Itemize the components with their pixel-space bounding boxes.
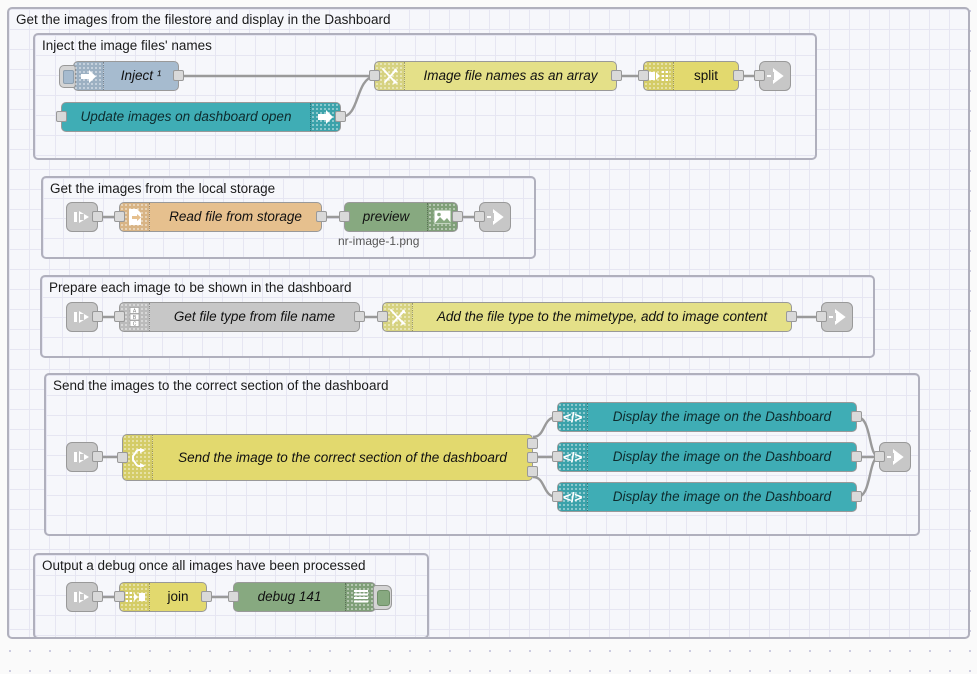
node-ui-control-label: Update images on dashboard open [80, 109, 292, 124]
function-icon [383, 303, 413, 331]
port-out[interactable] [173, 70, 184, 81]
node-file-in[interactable]: Read file from storage [114, 202, 327, 232]
port-in[interactable] [874, 451, 885, 462]
port-out[interactable] [201, 591, 212, 602]
port-in[interactable] [114, 211, 125, 222]
node-ui-template-2-label: Display the image on the Dashboard [612, 449, 832, 464]
node-ui-template-3[interactable]: </> Display the image on the Dashboard [552, 482, 862, 512]
svg-text:A: A [132, 308, 136, 314]
port-out[interactable] [335, 111, 346, 122]
group-outer-label: Get the images from the filestore and di… [16, 12, 391, 27]
node-ui-template-1[interactable]: </> Display the image on the Dashboard [552, 402, 862, 432]
node-inject[interactable]: Inject ¹ [59, 61, 184, 91]
port-out[interactable] [354, 311, 365, 322]
port-in[interactable] [816, 311, 827, 322]
node-function-mime-label: Add the file type to the mimetype, add t… [436, 309, 768, 324]
node-ui-template-3-label: Display the image on the Dashboard [612, 489, 832, 504]
port-in[interactable] [339, 211, 350, 222]
port-out[interactable] [786, 311, 797, 322]
node-inject-label: Inject ¹ [120, 68, 162, 83]
port-out[interactable] [92, 211, 103, 222]
port-out[interactable] [452, 211, 463, 222]
port-out[interactable] [92, 311, 103, 322]
debug-toggle-button[interactable] [373, 585, 392, 610]
svg-text:B: B [132, 315, 136, 321]
inject-arrow-icon [74, 62, 104, 90]
node-switch-filetype[interactable]: A B C Get file type from file name [114, 302, 365, 332]
port-in[interactable] [552, 451, 563, 462]
abc-switch-icon: A B C [120, 303, 150, 331]
port-out-2[interactable] [527, 452, 538, 463]
port-in[interactable] [552, 491, 563, 502]
code-icon: </> [558, 403, 588, 431]
group-inject[interactable]: Inject the image files' names [33, 33, 817, 160]
port-in[interactable] [474, 211, 485, 222]
port-out[interactable] [611, 70, 622, 81]
node-link-in-5[interactable] [66, 582, 103, 612]
port-out[interactable] [92, 451, 103, 462]
port-out-1[interactable] [527, 438, 538, 449]
group-storage-label: Get the images from the local storage [50, 181, 276, 196]
split-icon [644, 62, 674, 90]
group-debug-label: Output a debug once all images have been… [42, 558, 366, 573]
node-debug-label: debug 141 [257, 589, 322, 604]
port-in[interactable] [114, 591, 125, 602]
port-in[interactable] [754, 70, 765, 81]
node-ui-template-1-label: Display the image on the Dashboard [612, 409, 832, 424]
svg-text:C: C [132, 321, 136, 327]
port-out[interactable] [851, 491, 862, 502]
node-link-out-3[interactable] [816, 302, 853, 332]
node-link-in-2[interactable] [66, 202, 103, 232]
port-in[interactable] [228, 591, 239, 602]
port-out[interactable] [92, 591, 103, 602]
port-in[interactable] [369, 70, 380, 81]
file-in-icon [120, 203, 150, 231]
port-in[interactable] [377, 311, 388, 322]
debug-lines-icon [345, 583, 375, 611]
node-split[interactable]: split [638, 61, 744, 91]
node-join[interactable]: join [114, 582, 212, 612]
node-function-array-label: Image file names as an array [423, 68, 598, 83]
node-join-label: join [167, 589, 189, 604]
port-in[interactable] [552, 411, 563, 422]
node-function-mime[interactable]: Add the file type to the mimetype, add t… [377, 302, 797, 332]
port-out[interactable] [733, 70, 744, 81]
node-debug[interactable]: debug 141 [228, 582, 392, 612]
node-ui-control[interactable]: Update images on dashboard open [56, 102, 346, 132]
node-switch-send[interactable]: Send the image to the correct section of… [117, 434, 538, 481]
node-link-out-1[interactable] [754, 61, 791, 91]
port-in[interactable] [117, 451, 128, 463]
code-icon: </> [558, 443, 588, 471]
join-icon [120, 583, 150, 611]
port-out-3[interactable] [527, 466, 538, 477]
node-switch-send-label: Send the image to the correct section of… [178, 450, 507, 465]
switch-icon [123, 435, 153, 480]
port-in[interactable] [638, 70, 649, 81]
port-out[interactable] [851, 451, 862, 462]
node-split-label: split [693, 68, 718, 83]
node-ui-template-2[interactable]: </> Display the image on the Dashboard [552, 442, 862, 472]
group-send-label: Send the images to the correct section o… [53, 378, 389, 393]
code-icon: </> [558, 483, 588, 511]
node-function-array[interactable]: Image file names as an array [369, 61, 622, 91]
group-inject-label: Inject the image files' names [42, 38, 212, 53]
node-file-in-label: Read file from storage [169, 209, 302, 224]
node-switch-filetype-label: Get file type from file name [173, 309, 336, 324]
group-prepare-label: Prepare each image to be shown in the da… [49, 280, 352, 295]
node-link-in-4[interactable] [66, 442, 103, 472]
node-link-out-4[interactable] [874, 442, 911, 472]
port-in[interactable] [114, 311, 125, 322]
node-preview-status: nr-image-1.png [338, 234, 420, 248]
port-out[interactable] [316, 211, 327, 222]
node-preview[interactable]: preview [339, 202, 463, 232]
function-icon [375, 62, 405, 90]
port-out[interactable] [851, 411, 862, 422]
node-preview-label: preview [362, 209, 410, 224]
node-link-in-3[interactable] [66, 302, 103, 332]
port-in[interactable] [56, 111, 67, 122]
node-link-out-2[interactable] [474, 202, 511, 232]
